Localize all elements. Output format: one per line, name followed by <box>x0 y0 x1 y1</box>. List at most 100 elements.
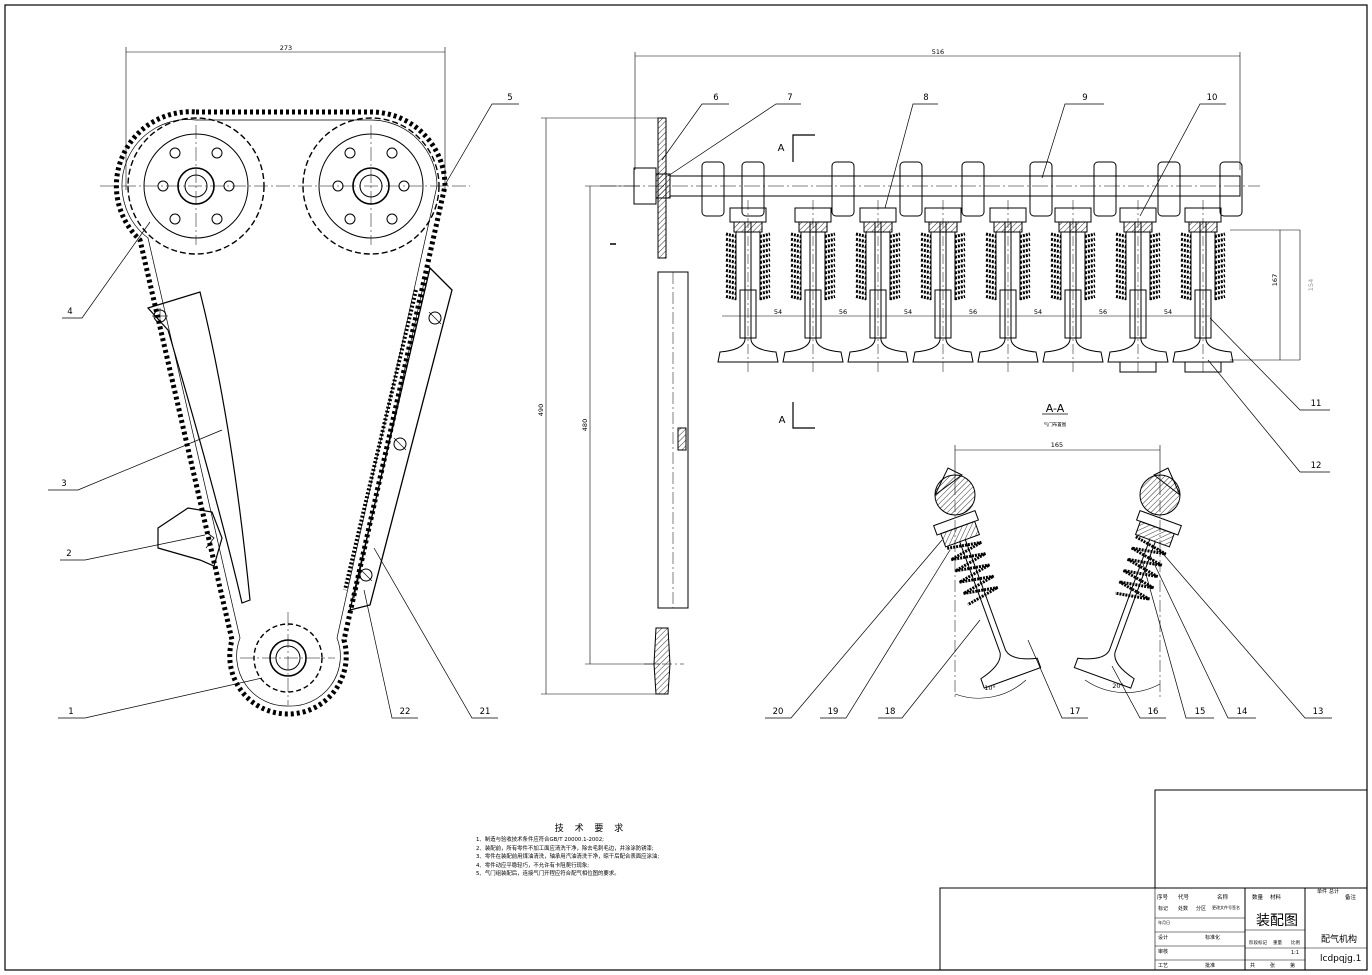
dim-spring-b: 154 <box>1307 279 1315 291</box>
callout-4: 4 <box>67 307 72 317</box>
dim-pitch-6: 56 <box>1099 308 1107 316</box>
note-item-2: 2、装配前，所有零件不加工面应清洗干净，除去毛刺毛边，并涂涂防锈漆; <box>476 845 654 852</box>
section-marker-top: A <box>778 143 785 154</box>
valve-assembly <box>912 200 974 372</box>
sign-label-design: 设计 <box>1158 935 1169 941</box>
heading-seq: 序号 <box>1157 895 1169 901</box>
drawing-border <box>4 4 1368 971</box>
heading-material: 材料 <box>1270 895 1282 901</box>
dim-spring-a: 167 <box>1271 274 1279 286</box>
section-markers <box>792 134 815 429</box>
dim-angle-right: 20° <box>1112 682 1124 690</box>
dim-sprocket-spacing: 273 <box>280 44 292 52</box>
callout-18: 18 <box>885 707 896 717</box>
dim-pitch-5: 54 <box>1034 308 1042 316</box>
sign-label-change: 更改文件号 <box>1212 905 1232 910</box>
valve-assembly <box>782 200 844 372</box>
sign-label-zone: 分区 <box>1196 906 1207 912</box>
sign-label-standard: 标准化 <box>1205 935 1221 941</box>
cam-lobe <box>1093 161 1117 217</box>
valve-assembly <box>1107 200 1169 373</box>
dim-valve-spacing: 165 <box>1051 441 1063 449</box>
timing-chain-view <box>100 47 470 717</box>
callout-3: 3 <box>61 479 66 489</box>
cam-lobe <box>1219 161 1243 217</box>
callout-22: 22 <box>400 707 411 717</box>
sign-label-total: 共 <box>1250 963 1256 969</box>
callout-2: 2 <box>66 549 71 559</box>
dim-pitch-2: 56 <box>839 308 847 316</box>
valve-assembly <box>977 200 1039 372</box>
callout-15: 15 <box>1195 707 1206 717</box>
callout-5: 5 <box>507 93 512 103</box>
sign-label-process: 工艺 <box>1158 963 1169 969</box>
callout-20: 20 <box>773 707 784 717</box>
right-cam-sprocket <box>302 117 440 255</box>
callout-16: 16 <box>1148 707 1159 717</box>
left-cam-section <box>934 474 976 516</box>
cam-lobe <box>1029 161 1053 217</box>
callout-11: 11 <box>1311 399 1322 409</box>
cam-lobe <box>741 161 765 217</box>
callout-21: 21 <box>480 707 491 717</box>
sign-label-scale: 比例 <box>1291 941 1300 946</box>
dim-pitch-3: 54 <box>904 308 912 316</box>
dim-camshaft-length: 516 <box>932 48 944 56</box>
notes-title: 技 术 要 求 <box>554 824 628 834</box>
crank-sprocket <box>253 623 323 693</box>
callout-7: 7 <box>787 93 792 103</box>
section-marker-bottom: A <box>779 415 786 426</box>
valve-assembly <box>717 200 779 372</box>
valve-train <box>701 161 1243 373</box>
tensioner-lever <box>157 507 223 567</box>
note-item-5: 5、气门组装配后，连接气门开程应符合配气相位图的要求。 <box>476 871 620 878</box>
timing-chain <box>113 109 448 717</box>
callout-6: 6 <box>713 93 718 103</box>
cam-lobe <box>899 161 923 217</box>
sign-label-approve: 批准 <box>1205 963 1216 969</box>
valve-assembly <box>1042 200 1104 372</box>
sign-label-mark: 标记 <box>1158 906 1169 912</box>
title-block <box>939 789 1368 971</box>
drawing-name: 装配图 <box>1256 913 1298 929</box>
cam-lobe <box>831 161 855 217</box>
chain-guide <box>146 291 251 604</box>
sign-label-date: 年月日 <box>1158 920 1170 925</box>
valve-assembly <box>847 200 909 372</box>
technical-notes: 技 术 要 求 1、制造与验收技术条件应符合GB/T 20000.1-2002;… <box>476 824 706 878</box>
section-title: A-A <box>1046 402 1065 415</box>
callout-8: 8 <box>923 93 928 103</box>
callout-13: 13 <box>1313 707 1324 717</box>
sign-label-stage: 阶段标记 <box>1249 941 1267 946</box>
dim-angle-left: 10° <box>984 684 996 692</box>
sign-label-sheet: 张 <box>1270 963 1276 969</box>
sign-label-page: 第 <box>1290 963 1296 969</box>
leader-lines <box>48 103 1332 719</box>
heading-code: 代号 <box>1178 895 1190 901</box>
assembly-name: 配气机构 <box>1321 935 1358 945</box>
callout-10: 10 <box>1207 93 1218 103</box>
note-item-4: 4、零件动应平稳轻巧，不允许有卡阻爬行现象; <box>476 862 590 869</box>
sign-label-weight: 重量 <box>1273 941 1282 946</box>
heading-total: 总计 <box>1329 889 1340 895</box>
cam-lobe <box>1157 161 1181 217</box>
callout-1: 1 <box>68 707 73 717</box>
angled-valves <box>933 445 1182 700</box>
dim-pitch-4: 56 <box>969 308 977 316</box>
valve-assembly <box>1172 200 1234 373</box>
section-subtitle: 气门布置图 <box>1044 421 1067 428</box>
dim-guide-height: 480 <box>581 419 589 431</box>
sign-label-count: 处数 <box>1178 906 1189 912</box>
heading-name: 名称 <box>1217 895 1229 901</box>
sign-label-sign: 签名 <box>1232 905 1240 910</box>
scale-value: 1:1 <box>1291 950 1300 956</box>
dim-tensioner-height: 490 <box>537 404 545 416</box>
heading-qty: 数量 <box>1252 895 1264 901</box>
drawing-number: lcdpqjg.1 <box>1320 954 1362 964</box>
heading-remark: 备注 <box>1345 895 1357 901</box>
sign-label-review: 审核 <box>1158 949 1169 955</box>
callout-19: 19 <box>828 707 839 717</box>
cam-lobe <box>961 161 985 217</box>
dim-pitch-1: 54 <box>774 308 782 316</box>
